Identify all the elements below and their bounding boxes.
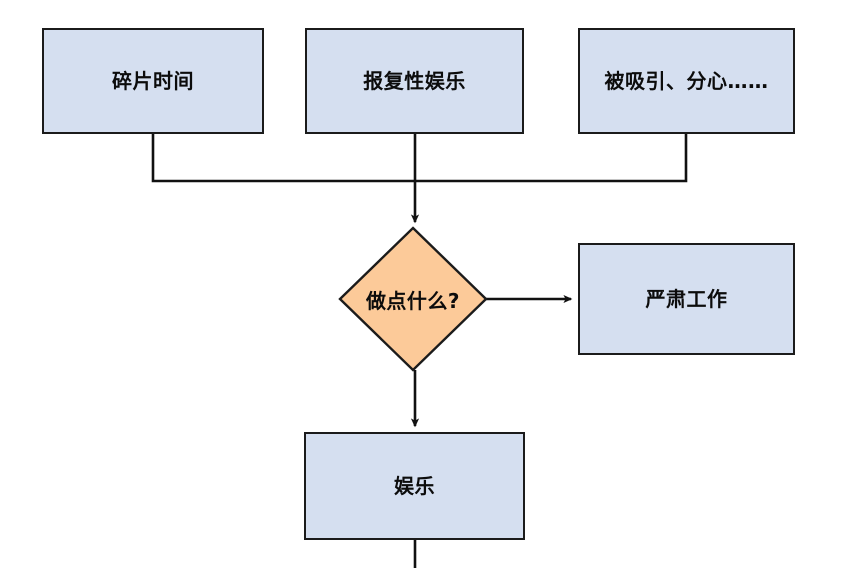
node-label: 报复性娱乐 (363, 69, 466, 93)
node-revenge-entertainment[interactable]: 报复性娱乐 (305, 28, 524, 134)
node-label: 被吸引、分心…… (604, 69, 769, 93)
node-label: 碎片时间 (112, 69, 194, 93)
edge-distracted-to-decision (415, 134, 688, 183)
node-label: 做点什么? (365, 288, 461, 313)
node-serious-work[interactable]: 严肃工作 (578, 243, 795, 355)
node-label: 严肃工作 (645, 287, 728, 311)
node-do-something[interactable]: 做点什么? (340, 228, 486, 370)
node-attracted-distracted[interactable]: 被吸引、分心…… (578, 28, 795, 134)
edge-fragmented-to-decision (151, 134, 415, 183)
node-entertainment[interactable]: 娱乐 (304, 432, 525, 540)
node-label: 娱乐 (394, 474, 435, 498)
decision-node-shape[interactable] (338, 226, 488, 372)
node-fragmented-time[interactable]: 碎片时间 (42, 28, 264, 134)
